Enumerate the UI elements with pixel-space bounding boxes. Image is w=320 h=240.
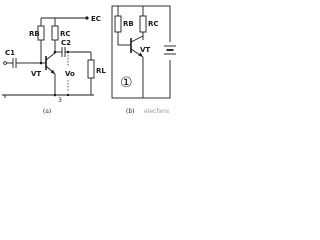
rc-resistor-b xyxy=(139,15,147,33)
rb-label-b: RB xyxy=(123,20,134,28)
caption-a: (a) xyxy=(43,108,51,115)
rl-resistor xyxy=(87,59,95,79)
rb-label-a: RB xyxy=(29,30,40,38)
rc-label-a: RC xyxy=(60,30,71,38)
rc-label-b: RC xyxy=(148,20,159,28)
rb-resistor-b xyxy=(114,15,122,33)
c2-label: C2 xyxy=(61,39,71,47)
circuit-a: EC RB RC C1 VT xyxy=(2,15,106,115)
vt-label-b: VT xyxy=(140,46,150,54)
watermark-text: elecfans xyxy=(144,108,169,115)
vo-label: Vo xyxy=(65,70,75,78)
rl-label: RL xyxy=(96,67,106,75)
circuit-diagram: EC RB RC C1 VT xyxy=(2,5,176,115)
node-number: 3 xyxy=(58,97,62,104)
supply-terminal-a xyxy=(85,16,89,20)
rc-resistor-a xyxy=(51,25,59,41)
vt-label-a: VT xyxy=(31,70,41,78)
input-terminal xyxy=(3,61,7,65)
circuit-b: RB RC VT ① (b) xyxy=(111,5,176,115)
marker-circled-one: ① xyxy=(120,75,133,91)
ec-label: EC xyxy=(91,15,101,23)
c1-label: C1 xyxy=(5,49,15,57)
transistor-vt-a xyxy=(41,52,56,75)
caption-b: (b) xyxy=(126,108,135,115)
transistor-vt-b xyxy=(118,35,144,98)
